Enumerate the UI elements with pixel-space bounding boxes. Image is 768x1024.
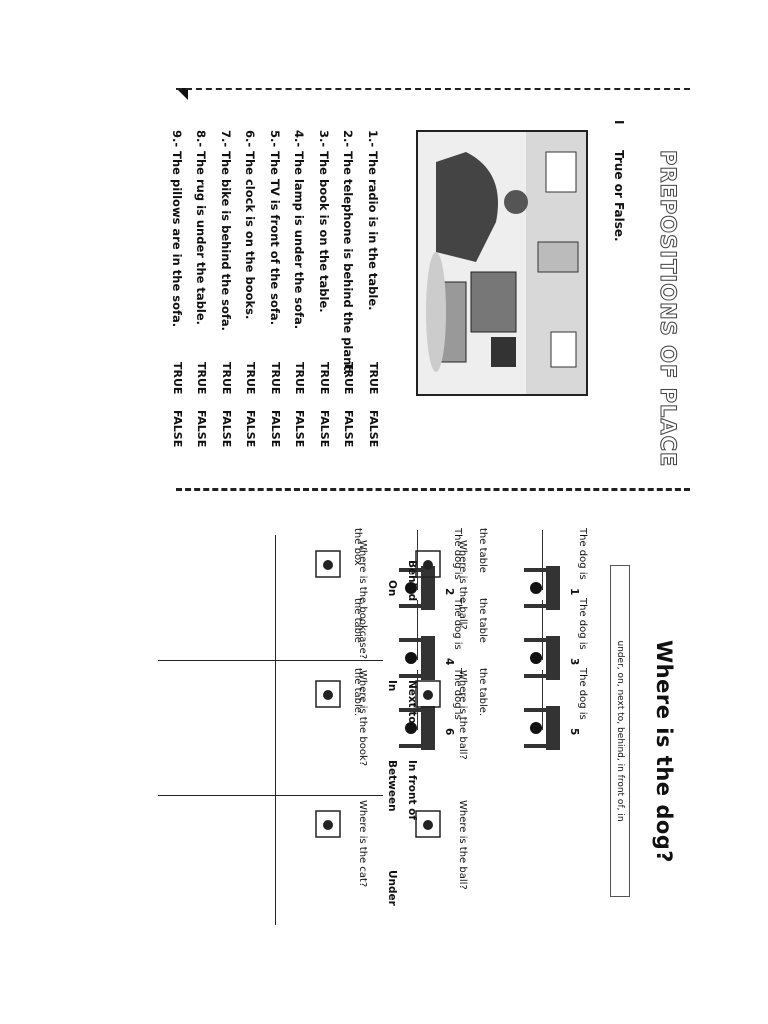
true-option[interactable]: TRUE [293,362,307,395]
statement-text: 2.- The telephone is behind the plant. [341,130,356,376]
false-option[interactable]: FALSE [244,410,258,448]
dog-table-illustration [524,566,560,610]
dog-item-number: 1 [568,588,580,596]
instruction-number: I [612,120,626,125]
dashed-divider-top [176,88,690,90]
question-illustration [315,680,341,708]
false-option[interactable]: FALSE [195,410,209,448]
question-illustration [315,550,341,578]
true-option[interactable]: TRUE [269,362,282,395]
answer-blank[interactable] [542,670,543,730]
statement-text: 7.- The bike is behind the sofa. [219,130,233,332]
question-illustration [415,810,441,838]
answer-blank[interactable] [542,530,543,590]
living-room-illustration [416,130,588,396]
false-option[interactable]: FALSE [269,410,282,448]
false-option[interactable]: FALSE [367,410,380,448]
question-label: Where is the cat? [357,800,368,888]
dog-item-number: 3 [568,658,580,666]
dashed-divider-middle [176,488,690,491]
word-bank-box: under, on, next to, behind, in front of,… [610,565,630,897]
dog-item-number: 2 [443,588,455,596]
statement-text: 5.- The TV is front of the sofa. [268,130,282,326]
true-option[interactable]: TRUE [367,362,380,395]
section2-title: Where is the dog? [652,640,676,863]
true-option[interactable]: TRUE [342,362,356,395]
word-option: On [386,580,398,597]
question-label: Where is the ball? [457,540,468,630]
grid-line-vertical-2 [158,795,383,796]
word-option: Between [386,760,398,812]
section1-title: PREPOSITIONS OF PLACE [656,150,681,468]
false-option[interactable]: FALSE [220,410,233,448]
answer-blank[interactable] [542,600,543,660]
false-option[interactable]: FALSE [293,410,307,448]
false-option[interactable]: FALSE [171,410,184,448]
dog-item-prefix: The dog is [577,598,588,650]
dog-item-suffix: the table. [477,668,488,717]
dog-item-suffix: the table [477,528,488,573]
question-label: Where is the ball? [457,670,468,760]
statement-text: 4.- The lamp is under the sofa. [292,130,307,330]
grid-line-horizontal [275,535,276,925]
question-label: Where is the bookcase? [357,540,368,660]
word-option: Under [386,870,398,906]
statement-text: 6.- The clock is on the books. [243,130,258,320]
true-option[interactable]: TRUE [244,362,258,395]
dog-item-prefix: The dog is [577,528,588,580]
grid-line-vertical-1 [158,660,383,661]
dog-item-number: 4 [443,658,455,666]
true-option[interactable]: TRUE [318,362,331,395]
living-room-image [418,132,586,394]
statement-text: 8.- The rug is under the table. [194,130,209,326]
question-illustration [415,550,441,578]
true-option[interactable]: TRUE [220,362,233,395]
true-option[interactable]: TRUE [171,362,184,395]
false-option[interactable]: FALSE [342,410,356,448]
statement-text: 3.- The book is on the table. [317,130,331,313]
false-option[interactable]: FALSE [318,410,331,448]
question-label: Where is the book? [357,670,368,767]
statement-text: 1.- The radio is in the table. [366,130,380,311]
dog-table-illustration [399,636,435,680]
dog-table-illustration [524,636,560,680]
word-bank-text: under, on, next to, behind, in front of,… [615,640,625,822]
dog-table-illustration [399,706,435,750]
question-illustration [315,810,341,838]
answer-blank[interactable] [417,600,418,660]
true-option[interactable]: TRUE [195,362,209,395]
question-label: Where is the ball? [457,800,468,890]
dog-table-illustration [524,706,560,750]
dog-item-number: 5 [568,728,580,736]
dog-item-number: 6 [443,728,455,736]
statement-text: 9.- The pillows are in the sofa. [170,130,184,328]
word-option: In [386,680,398,692]
dog-item-prefix: The dog is [577,668,588,720]
question-illustration [415,680,441,708]
dog-item-suffix: the table [477,598,488,643]
instruction-text: True or False. [612,150,626,242]
